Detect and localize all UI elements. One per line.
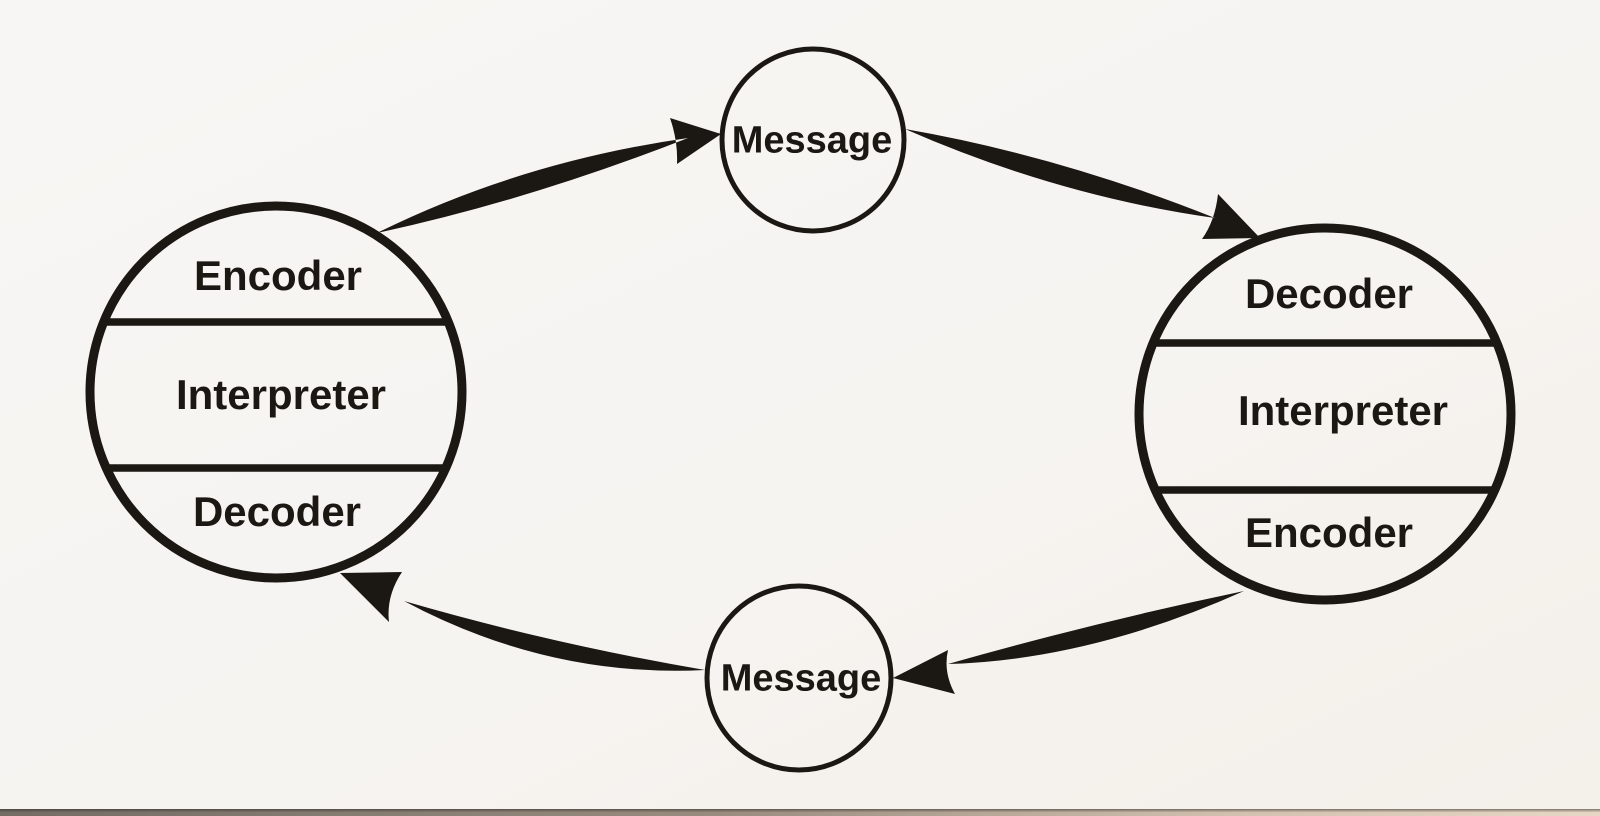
- sender-section-encoder: Encoder: [193, 252, 363, 299]
- sender-section-interpreter: Interpreter: [175, 371, 387, 418]
- receiver-circle-outline: [1134, 223, 1516, 605]
- bottom-message-label: Message: [720, 657, 882, 700]
- sender-section-decoder: Decoder: [192, 488, 362, 535]
- receiver-section-decoder: Decoder: [1244, 270, 1414, 317]
- sender-circle-outline: [85, 201, 467, 583]
- sender-circle: [85, 201, 467, 583]
- receiver-section-encoder: Encoder: [1244, 509, 1414, 556]
- arrow-top-message-to-receiver: [905, 129, 1260, 239]
- scan-edge-strip: [0, 809, 1600, 816]
- receiver-circle: [1134, 223, 1516, 605]
- receiver-section-interpreter: Interpreter: [1237, 387, 1449, 434]
- bottom-message-circle: [704, 583, 894, 773]
- arrow-bottom-message-to-sender: [340, 572, 705, 671]
- top-message-circle: [719, 46, 907, 234]
- arrow-receiver-to-bottom-message: [893, 591, 1244, 694]
- top-message-label: Message: [731, 119, 893, 162]
- arrow-sender-to-top-message: [377, 118, 721, 233]
